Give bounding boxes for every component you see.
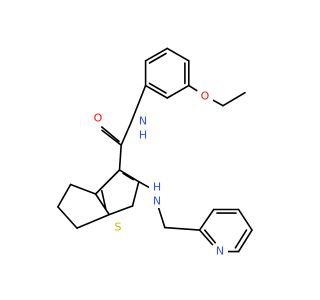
amide-nitrogen-label: N: [139, 115, 147, 128]
ether-oxygen-label: O: [201, 90, 210, 103]
thiophene-sulfur-label: S: [115, 221, 122, 234]
ether-oxygen-atom: O: [197, 89, 213, 103]
carbonyl-oxygen-label: O: [94, 112, 103, 125]
molecule-structure: O N H O H N S N: [57, 47, 253, 258]
carbonyl-oxygen-atom: O: [90, 111, 106, 125]
pyridine-nitrogen-label: N: [216, 245, 224, 258]
amine-nitrogen-label: N: [153, 195, 161, 208]
thiophene-sulfur-atom: S: [111, 220, 125, 234]
amine-nitrogen-atom: H N: [149, 181, 165, 208]
amine-hydrogen-label: H: [153, 181, 161, 194]
amide-hydrogen-label: H: [139, 129, 147, 142]
amide-nitrogen-atom: N H: [136, 114, 150, 142]
pyridine-nitrogen-atom: N: [212, 244, 228, 258]
atom-labels: O N H O H N S N: [90, 89, 228, 258]
bond-lines: [57, 47, 253, 253]
